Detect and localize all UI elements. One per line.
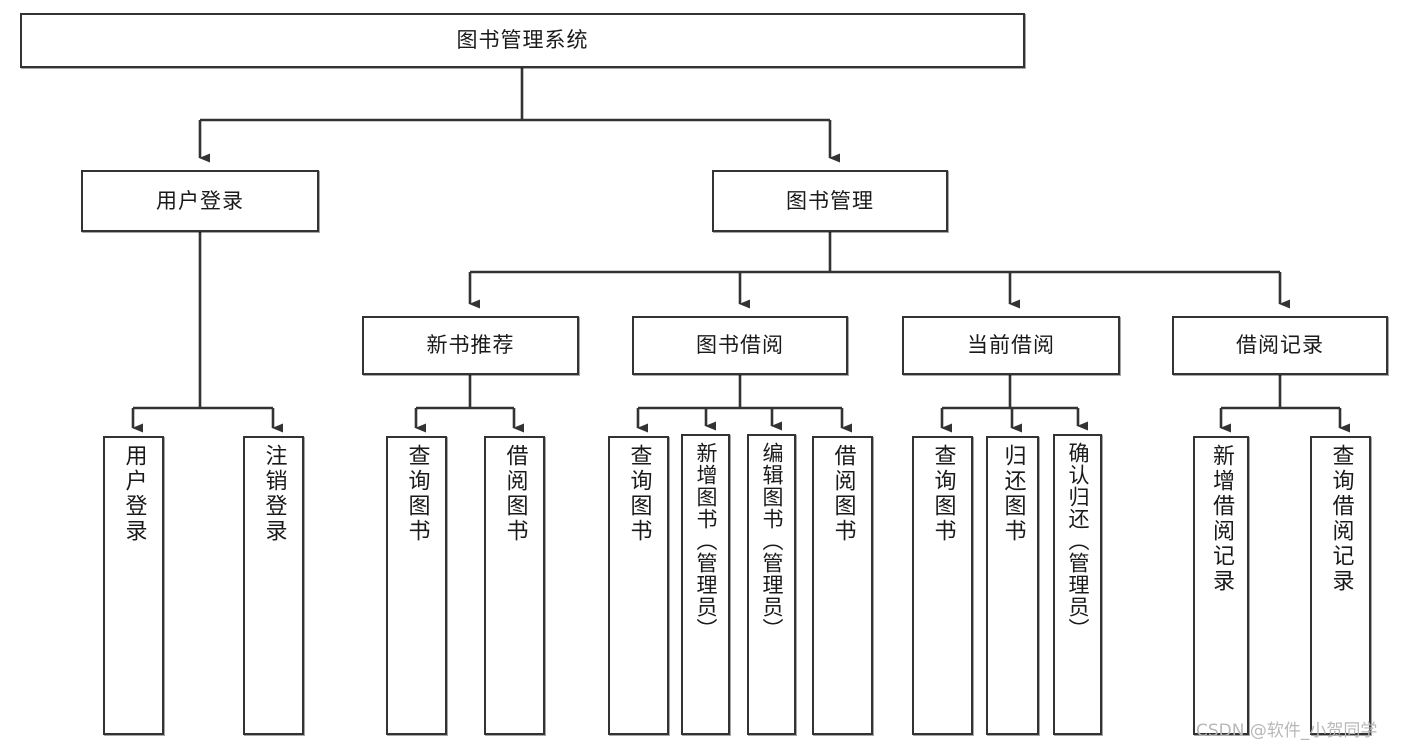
node-leaf-record-add[interactable]: 新增借阅记录 — [1193, 436, 1249, 735]
node-leaf-record-query-label: 查询借阅记录 — [1328, 444, 1354, 594]
node-leaf-borrow-borrow[interactable]: 借阅图书 — [812, 436, 873, 735]
node-leaf-newbook-query[interactable]: 查询图书 — [386, 436, 447, 735]
node-new-book-recommend[interactable]: 新书推荐 — [362, 316, 579, 375]
node-leaf-logout[interactable]: 注销登录 — [243, 436, 304, 735]
node-leaf-current-query-label: 查询图书 — [930, 444, 956, 544]
node-root[interactable]: 图书管理系统 — [20, 13, 1025, 68]
node-user-login[interactable]: 用户登录 — [81, 170, 319, 232]
node-leaf-logout-label: 注销登录 — [261, 444, 287, 544]
node-leaf-user-login-label: 用户登录 — [121, 444, 147, 544]
node-leaf-borrow-edit-admin[interactable]: 编辑图书（管理员） — [747, 434, 796, 735]
node-leaf-borrow-query[interactable]: 查询图书 — [608, 436, 669, 735]
node-root-label: 图书管理系统 — [456, 28, 589, 53]
csdn-watermark: CSDN @软件_小贺同学 — [1196, 721, 1378, 741]
node-borrow-record-label: 借阅记录 — [1236, 333, 1324, 358]
node-leaf-newbook-query-label: 查询图书 — [404, 444, 430, 544]
node-book-manage[interactable]: 图书管理 — [712, 170, 948, 232]
node-leaf-user-login[interactable]: 用户登录 — [103, 436, 164, 735]
node-leaf-current-return[interactable]: 归还图书 — [986, 436, 1039, 735]
node-book-borrow-label: 图书借阅 — [696, 333, 784, 358]
node-borrow-record[interactable]: 借阅记录 — [1172, 316, 1388, 375]
node-leaf-record-add-label: 新增借阅记录 — [1209, 444, 1234, 594]
node-leaf-current-return-label: 归还图书 — [1000, 444, 1026, 544]
node-user-login-label: 用户登录 — [156, 188, 244, 213]
node-new-book-recommend-label: 新书推荐 — [426, 333, 515, 358]
node-leaf-current-confirm-admin[interactable]: 确认归还（管理员） — [1053, 434, 1102, 735]
node-book-manage-label: 图书管理 — [786, 188, 874, 213]
node-book-borrow[interactable]: 图书借阅 — [632, 316, 848, 375]
node-leaf-borrow-borrow-label: 借阅图书 — [830, 444, 856, 544]
node-leaf-borrow-query-label: 查询图书 — [626, 444, 652, 544]
node-leaf-newbook-borrow[interactable]: 借阅图书 — [484, 436, 545, 735]
node-current-borrow-label: 当前借阅 — [967, 333, 1055, 358]
node-leaf-current-confirm-admin-label: 确认归还（管理员） — [1066, 442, 1090, 640]
node-leaf-record-query[interactable]: 查询借阅记录 — [1310, 436, 1371, 735]
node-leaf-newbook-borrow-label: 借阅图书 — [502, 444, 528, 544]
node-leaf-borrow-add-admin-label: 新增图书（管理员） — [694, 442, 718, 640]
node-leaf-borrow-edit-admin-label: 编辑图书（管理员） — [760, 442, 784, 640]
node-leaf-current-query[interactable]: 查询图书 — [912, 436, 973, 735]
node-leaf-borrow-add-admin[interactable]: 新增图书（管理员） — [681, 434, 730, 735]
node-current-borrow[interactable]: 当前借阅 — [902, 316, 1120, 375]
